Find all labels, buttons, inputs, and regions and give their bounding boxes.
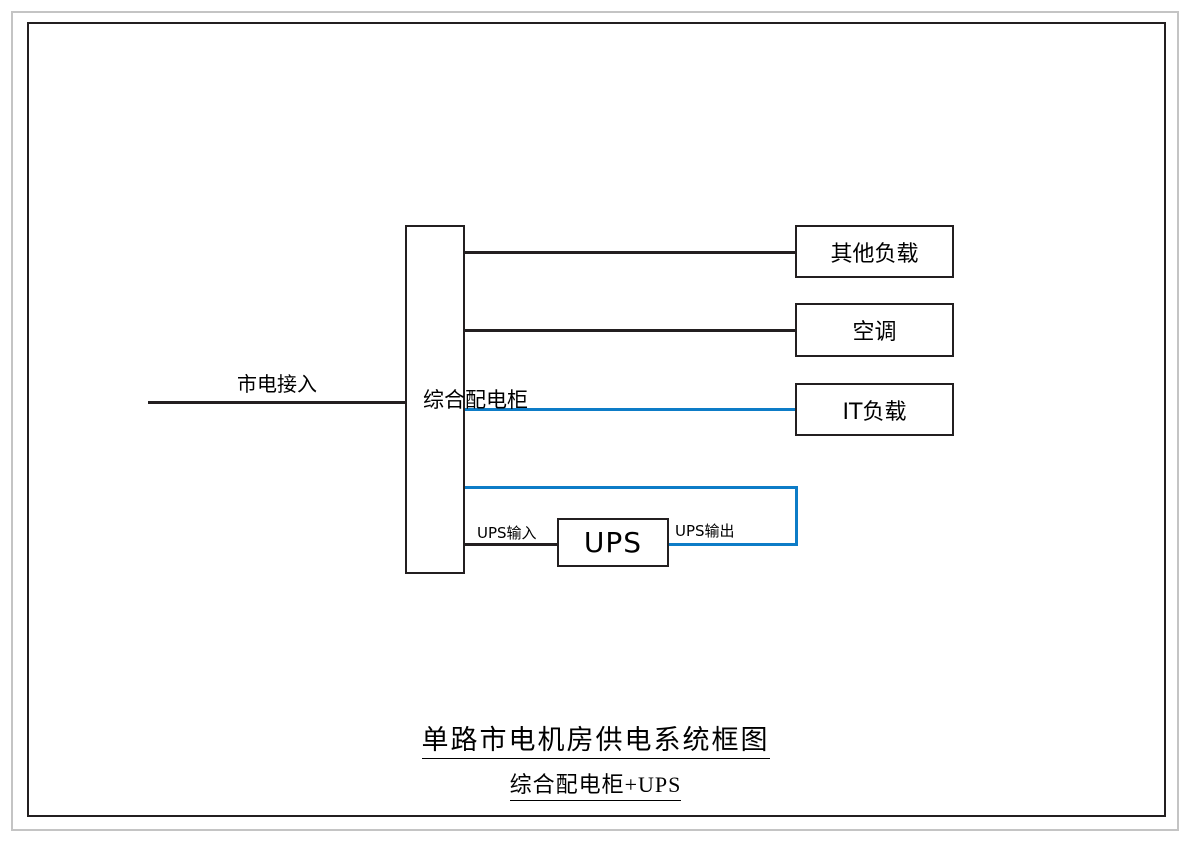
label-ups-input: UPS输入 bbox=[477, 524, 537, 542]
wire-ups-input bbox=[464, 543, 559, 546]
wire-feed-it-load bbox=[464, 408, 796, 411]
wire-feed-other-load bbox=[464, 251, 796, 254]
node-load-hvac-label: 空调 bbox=[852, 320, 897, 345]
node-load-hvac[interactable]: 空调 bbox=[795, 303, 954, 357]
wire-mains-incoming bbox=[148, 401, 406, 404]
page-outer-border bbox=[11, 11, 1179, 831]
node-load-other-label: 其他负载 bbox=[830, 241, 919, 267]
wire-ups-output-to-it-bus bbox=[464, 486, 798, 489]
node-ups-label: UPS bbox=[583, 526, 643, 559]
node-ups[interactable]: UPS bbox=[557, 518, 669, 567]
node-distribution-cabinet-label: 综合配电柜 bbox=[423, 387, 528, 412]
diagram-caption-title: 单路市电机房供电系统框图 bbox=[421, 718, 770, 759]
label-mains-incoming: 市电接入 bbox=[237, 372, 317, 396]
page-inner-border bbox=[27, 22, 1166, 817]
diagram-caption: 单路市电机房供电系统框图 综合配电柜+UPS bbox=[0, 718, 1191, 801]
wire-ups-output bbox=[669, 543, 798, 546]
node-distribution-cabinet[interactable]: 综合配电柜 bbox=[405, 225, 528, 574]
wire-feed-hvac bbox=[464, 329, 796, 332]
wire-ups-output-riser bbox=[795, 486, 798, 546]
diagram-caption-subtitle: 综合配电柜+UPS bbox=[509, 767, 682, 801]
label-ups-output: UPS输出 bbox=[675, 522, 735, 540]
node-load-it[interactable]: IT负载 bbox=[795, 383, 954, 436]
node-load-other[interactable]: 其他负载 bbox=[795, 225, 954, 278]
node-load-it-label: IT负载 bbox=[842, 399, 907, 425]
